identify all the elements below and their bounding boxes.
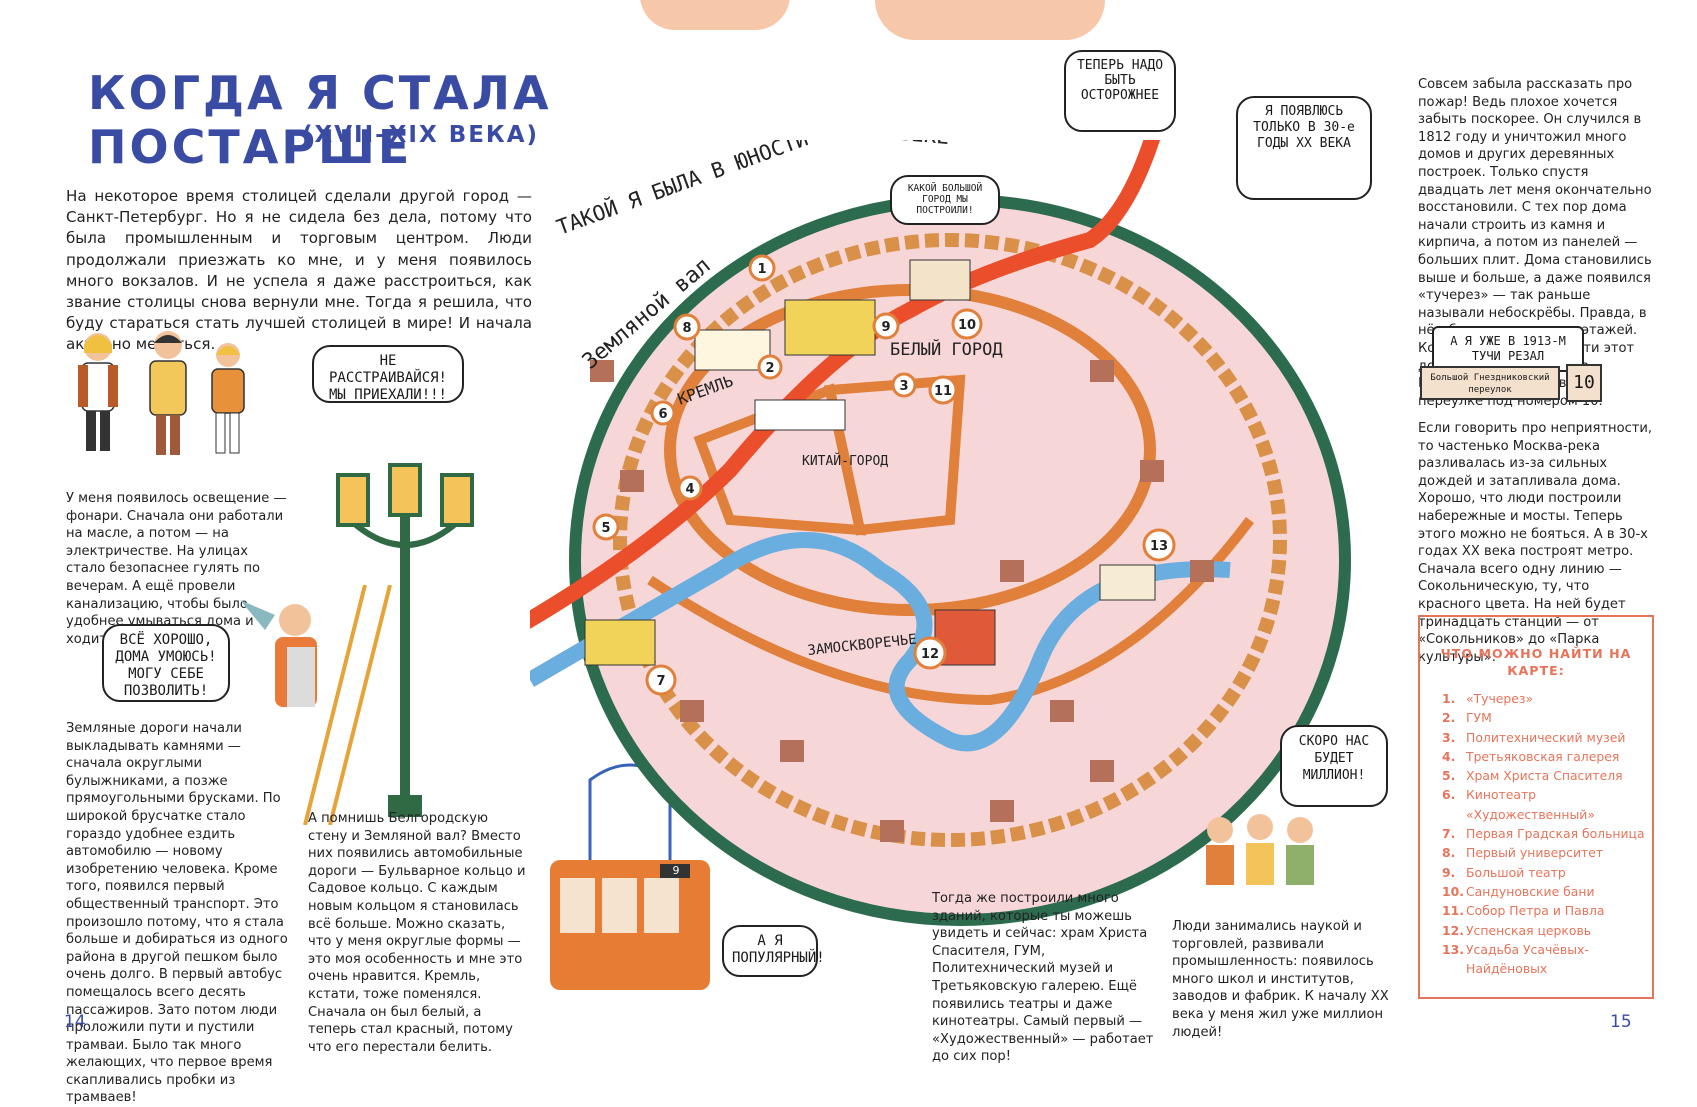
- map-legend: ЧТО МОЖНО НАЙТИ НА КАРТЕ: 1.«Тучерез» 2.…: [1418, 615, 1654, 999]
- street-lamp-illustration: [336, 463, 474, 817]
- legend-item[interactable]: 11.Собор Петра и Павла: [1442, 903, 1605, 919]
- legend-item[interactable]: 5.Храм Христа Спасителя: [1442, 768, 1623, 784]
- marker-2[interactable]: 2: [757, 354, 783, 380]
- svg-text:8: 8: [682, 321, 691, 336]
- roads-text: Земляные дороги начали выкладывать камня…: [66, 721, 288, 1106]
- buildings-text: Тогда же построили много зданий, которые…: [932, 891, 1154, 1065]
- careful-speech-bubble: ТЕПЕРЬ НАДО БЫТЬ ОСТОРОЖНЕЕ: [1064, 50, 1176, 132]
- label-century: В XVII ВЕКЕ: [810, 140, 951, 149]
- svg-text:2: 2: [765, 361, 774, 376]
- label-youth: ТАКОЙ Я БЫЛА В ЮНОСТИ: [553, 140, 811, 240]
- house-number-plate: 10: [1566, 364, 1602, 402]
- tram-speech-bubble: А Я ПОПУЛЯРНЫЙ!: [722, 925, 825, 977]
- wash-speech-bubble: ВСЁ ХОРОШО, ДОМА УМОЮСЬ! МОГУ СЕБЕ ПОЗВО…: [102, 624, 230, 702]
- legend-item[interactable]: 2.ГУМ: [1442, 710, 1492, 726]
- marker-11[interactable]: 11: [928, 375, 958, 405]
- house-number: 10: [1573, 372, 1595, 393]
- label-bely: БЕЛЫЙ ГОРОД: [890, 338, 1003, 360]
- legend-item[interactable]: 13.Усадьба Усачёвых-Найдёновых: [1442, 941, 1589, 977]
- marker-8[interactable]: 8: [673, 313, 701, 341]
- legend-item[interactable]: 8.Первый университет: [1442, 845, 1604, 861]
- million-speech-bubble: СКОРО НАС БУДЕТ МИЛЛИОН!: [1280, 725, 1388, 807]
- page-number-left: 14: [64, 1012, 86, 1032]
- legend-item[interactable]: 4.Третьяковская галерея: [1442, 748, 1620, 764]
- svg-text:13: 13: [1150, 539, 1168, 554]
- science-text: Люди занимались наукой и торговлей, разв…: [1172, 919, 1389, 1040]
- cloud-right: [875, 0, 1105, 40]
- tram-number: 9: [672, 864, 680, 877]
- intro-text: На некоторое время столицей сделали друг…: [66, 187, 532, 354]
- legend-item[interactable]: 12.Успенская церковь: [1442, 922, 1592, 938]
- walls-text: А помнишь Белгородскую стену и Земляной …: [308, 811, 526, 1055]
- kitay-gorod-wall: [823, 374, 966, 536]
- legend-item[interactable]: 3.Политехнический музей: [1442, 729, 1626, 745]
- street-sign: Большой Гнездниковский переулок: [1420, 366, 1560, 400]
- legend-list: 1.«Тучерез» 2.ГУМ 3.Политехнический музе…: [1442, 689, 1652, 978]
- metro-speech-bubble: Я ПОЯВЛЮСЬ ТОЛЬКО В 30-е ГОДЫ XX ВЕКА: [1236, 96, 1372, 200]
- visitor-1: [78, 333, 118, 451]
- page-number-right: 15: [1610, 1012, 1632, 1032]
- legend-item[interactable]: 9.Большой театр: [1442, 864, 1566, 880]
- visitor-3: [211, 343, 245, 454]
- label-kitay: КИТАЙ-ГОРОД: [802, 453, 888, 469]
- zemlyanoy-wall: [613, 233, 1287, 847]
- cloud-left: [640, 0, 790, 30]
- marker-3[interactable]: 3: [891, 372, 917, 398]
- svg-text:12: 12: [921, 647, 939, 662]
- marker-9[interactable]: 9: [872, 312, 900, 340]
- flood-text: Если говорить про неприятности, то часте…: [1418, 421, 1653, 665]
- svg-text:11: 11: [934, 384, 952, 399]
- street-sign-text: Большой Гнездниковский переулок: [1430, 373, 1550, 395]
- zamoskvorechye-wall: [647, 516, 1254, 706]
- page-title: КОГДА Я СТАЛА ПОСТАРШЕ: [88, 66, 552, 174]
- marker-4[interactable]: 4: [677, 475, 703, 501]
- tram-illustration: [550, 763, 710, 990]
- svg-text:9: 9: [881, 320, 890, 335]
- legend-item[interactable]: 6.Кинотеатр «Художественный»: [1442, 787, 1595, 822]
- cheering-people-illustration: [1206, 814, 1314, 885]
- svg-text:3: 3: [899, 379, 908, 394]
- landmarks: [584, 259, 1156, 666]
- builder-speech-bubble: КАКОЙ БОЛЬШОЙ ГОРОД МЫ ПОСТРОИЛИ!: [890, 175, 1000, 225]
- marker-7[interactable]: 7: [645, 664, 677, 696]
- marker-6[interactable]: 6: [650, 400, 676, 426]
- svg-text:7: 7: [656, 674, 665, 689]
- svg-text:5: 5: [601, 521, 610, 536]
- skyscraper-speech-bubble: А Я УЖЕ В 1913-М ТУЧИ РЕЗАЛ: [1432, 326, 1584, 372]
- legend-item[interactable]: 10.Сандуновские бани: [1442, 883, 1595, 899]
- svg-text:4: 4: [685, 482, 694, 497]
- visitors-illustration: [78, 331, 245, 455]
- houses: [590, 360, 1214, 842]
- moskva-river: [530, 532, 1231, 752]
- marker-5[interactable]: 5: [592, 513, 620, 541]
- page-subtitle: (XVII–XIX ВЕКА): [302, 122, 540, 148]
- moscow-map: 1 2 3 4 5 6 7 8 9 10 11 12 13 ТАКОЙ Я БЫ…: [530, 140, 1351, 926]
- svg-text:6: 6: [658, 407, 667, 422]
- lamplighter-illustration: [240, 585, 392, 825]
- marker-13[interactable]: 13: [1142, 528, 1176, 562]
- legend-title: ЧТО МОЖНО НАЙТИ НА КАРТЕ:: [1440, 646, 1632, 678]
- legend-item[interactable]: 1.«Тучерез»: [1442, 691, 1534, 706]
- legend-item[interactable]: 7.Первая Градская больница: [1442, 826, 1645, 842]
- map-markers: 1 2 3 4 5 6 7 8 9 10 11 12 13: [592, 254, 1176, 696]
- visitor-2: [149, 331, 187, 455]
- svg-text:1: 1: [757, 262, 766, 277]
- marker-12[interactable]: 12: [913, 636, 947, 670]
- marker-10[interactable]: 10: [951, 308, 983, 340]
- marker-1[interactable]: 1: [748, 254, 776, 282]
- visitors-speech-bubble: НЕ РАССТРАИВАЙСЯ! МЫ ПРИЕХАЛИ!!!: [312, 345, 464, 403]
- svg-text:10: 10: [958, 318, 976, 333]
